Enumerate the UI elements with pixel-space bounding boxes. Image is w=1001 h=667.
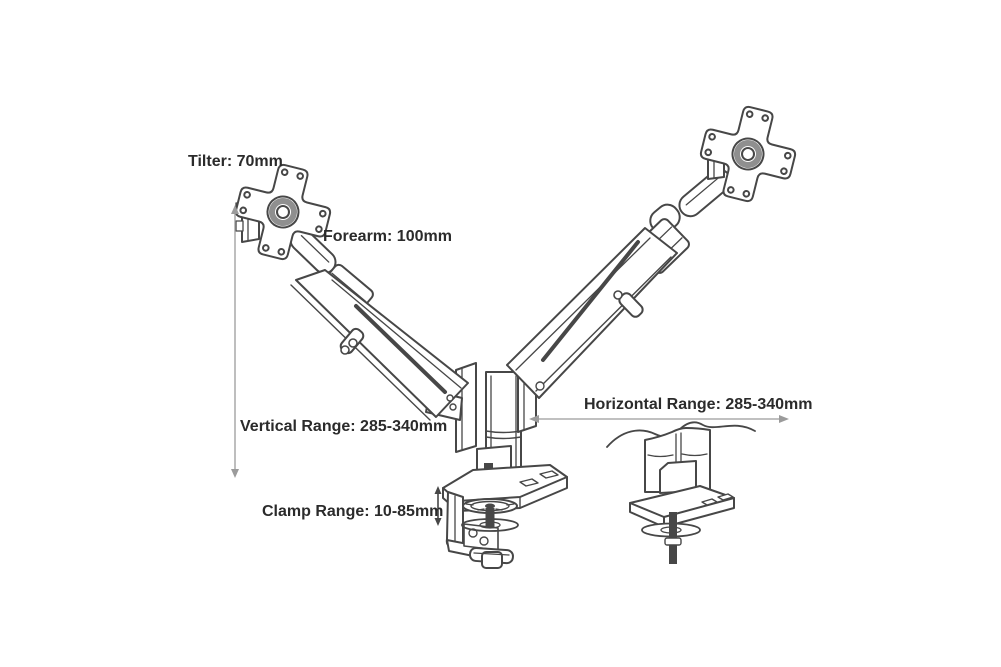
grommet-mount-detail	[606, 421, 756, 564]
left-arm-end-screw	[446, 394, 454, 402]
desk-clamp	[442, 464, 568, 569]
grommet-nut	[664, 537, 682, 546]
left-arm-body	[290, 269, 469, 421]
grommet-base-plate	[629, 485, 735, 528]
clamp-range-label: Clamp Range: 10-85mm	[262, 503, 443, 520]
right-arm-pivot-screw	[613, 290, 623, 300]
tilter-label: Tilter: 70mm	[188, 153, 283, 170]
arrow-up-icon	[231, 205, 239, 214]
dimension-annotations	[231, 205, 789, 526]
arrow-left-icon	[529, 415, 539, 423]
vertical-range-label: Vertical Range: 285-340mm	[240, 418, 447, 435]
clamp-t-knob	[468, 546, 514, 569]
horizontal-range-label: Horizontal Range: 285-340mm	[584, 396, 813, 413]
arrow-down-icon	[434, 518, 442, 526]
horizontal-range-dimension	[529, 415, 789, 423]
left-arm-pivot-screw	[348, 338, 358, 348]
left-arm	[289, 227, 477, 453]
artwork	[227, 98, 804, 569]
arrow-up-icon	[434, 486, 442, 494]
forearm-label: Forearm: 100mm	[323, 228, 452, 245]
right-arm-end-screw	[535, 381, 545, 391]
grommet-front-block	[659, 460, 697, 494]
clamp-hand-wheel	[462, 498, 518, 514]
right-arm	[506, 168, 732, 433]
left-arm-end-screw	[449, 403, 457, 411]
left-arm-pivot-screw	[340, 345, 350, 355]
vertical-range-dimension	[231, 205, 239, 478]
right-arm-body	[506, 227, 678, 399]
clamp-range-dimension	[434, 486, 442, 526]
arrow-down-icon	[231, 469, 239, 478]
arrow-right-icon	[779, 415, 789, 423]
labels: Tilter: 70mm Forearm: 100mm Vertical Ran…	[188, 153, 813, 520]
clamp-pad-ring	[461, 518, 519, 532]
